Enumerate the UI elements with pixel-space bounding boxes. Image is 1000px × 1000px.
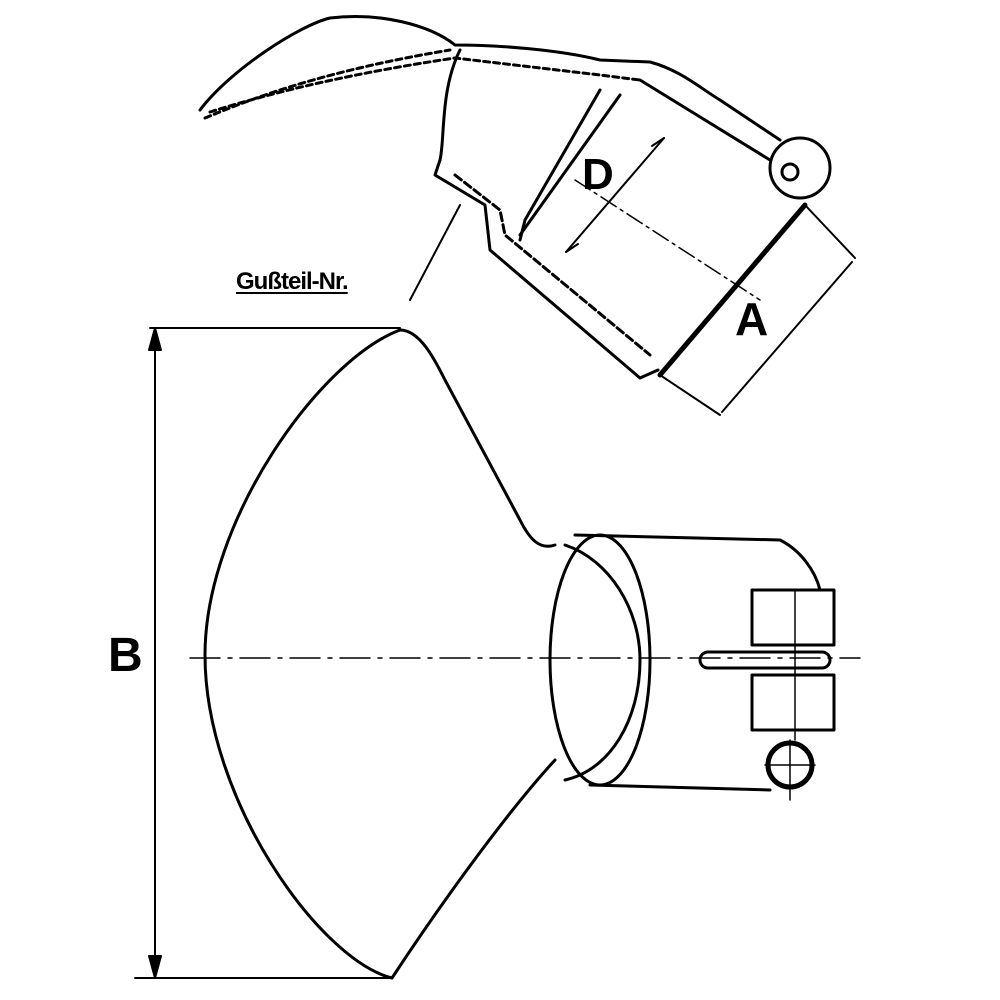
fan-upper-edge: [398, 328, 557, 548]
spout-blade-inner: [203, 48, 642, 120]
fan-side-view: [189, 328, 861, 980]
cup-outer-top-wall: [648, 60, 782, 142]
barrel-bottom: [588, 783, 772, 792]
hinge-block-lower: [750, 673, 836, 732]
neck-ring-inner: [563, 543, 642, 782]
hinge-knob: [768, 136, 832, 200]
hinge-block-upper: [750, 588, 836, 647]
dimension-d-label: D: [582, 150, 614, 199]
fan-body-outline: [203, 328, 557, 980]
spout-curve: [438, 48, 462, 162]
neck-ring: [548, 533, 652, 787]
cup-inner-bottom-wall: [453, 173, 652, 357]
cup-section-view: [198, 15, 832, 380]
part-number-label: Gußteil-Nr.: [236, 268, 349, 295]
cup-inner-top-wall: [518, 78, 772, 237]
barrel-top: [573, 533, 822, 592]
hinge-pin-bar: [698, 650, 832, 670]
dimension-b-label: B: [108, 629, 143, 682]
spout-blade: [198, 15, 652, 112]
hinge-pin: [780, 162, 800, 182]
centre-line-top: [574, 179, 761, 301]
dimension-b: [134, 327, 401, 979]
leader-line: [409, 204, 461, 301]
cup-outer-bottom-wall: [433, 158, 660, 380]
cup-inner-wall: [518, 88, 602, 242]
dimension-d: [565, 137, 665, 253]
dimension-a-label: A: [735, 293, 769, 345]
cup-rim: [657, 202, 808, 378]
dimension-a: [659, 204, 856, 416]
